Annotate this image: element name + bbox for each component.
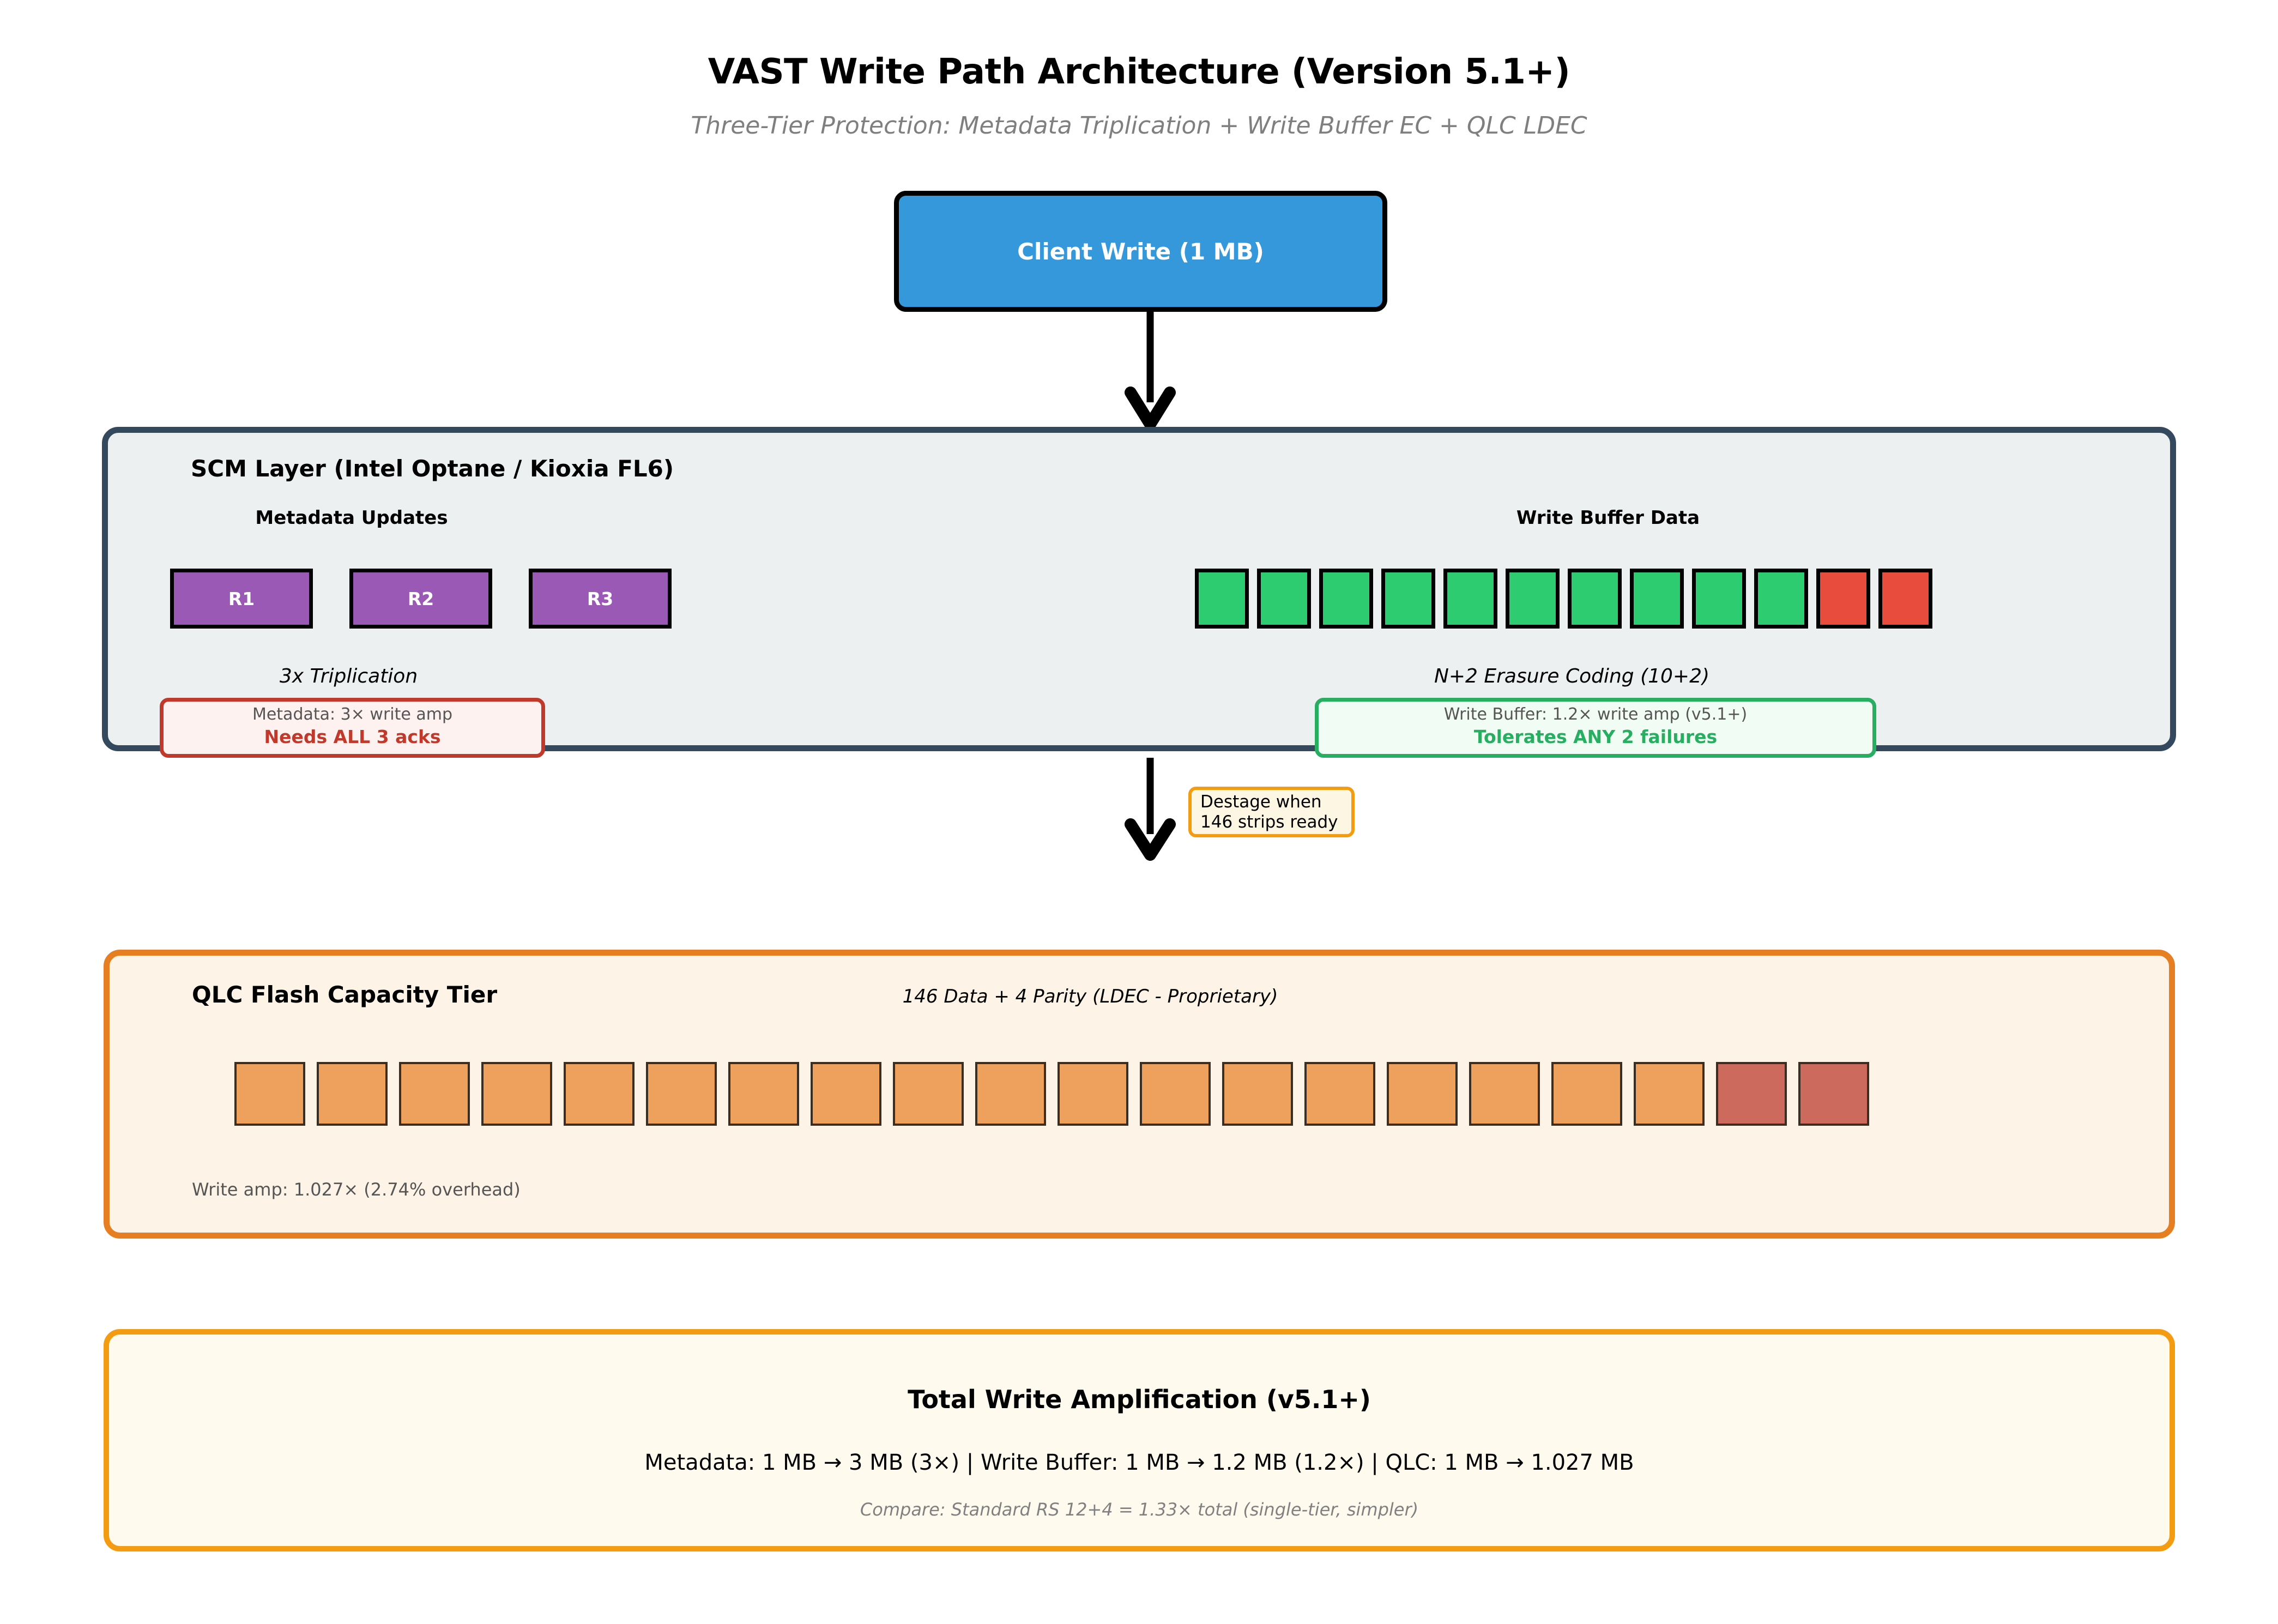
summary-compare: Compare: Standard RS 12+4 = 1.33× total … (860, 1499, 1419, 1520)
write-buffer-data-block (1568, 569, 1622, 629)
qlc-parity-block (1798, 1062, 1869, 1126)
write-buffer-data-block (1754, 569, 1808, 629)
triplication-label: 3x Triplication (279, 665, 418, 687)
arrow-scm-to-qlc (1125, 758, 1176, 861)
write-buffer-data-block (1257, 569, 1311, 629)
qlc-parity-block (1716, 1062, 1787, 1126)
write-buffer-callout: Write Buffer: 1.2× write amp (v5.1+) Tol… (1315, 698, 1876, 758)
write-buffer-data-block (1319, 569, 1373, 629)
qlc-data-block (481, 1062, 552, 1126)
metadata-callout-line2: Needs ALL 3 acks (264, 726, 441, 747)
write-buffer-callout-line1: Write Buffer: 1.2× write amp (v5.1+) (1443, 705, 1748, 724)
page-subtitle: Three-Tier Protection: Metadata Triplica… (691, 112, 1587, 140)
qlc-data-block (1551, 1062, 1622, 1126)
write-buffer-data-block (1692, 569, 1746, 629)
qlc-data-block (317, 1062, 388, 1126)
write-buffer-parity-block (1816, 569, 1870, 629)
destage-callout-line2: 146 strips ready (1200, 812, 1338, 832)
qlc-data-block (1387, 1062, 1458, 1126)
destage-callout: Destage when 146 strips ready (1188, 787, 1355, 837)
write-buffer-block-row (1195, 569, 1932, 629)
write-buffer-data-block (1443, 569, 1497, 629)
metadata-callout: Metadata: 3× write amp Needs ALL 3 acks (160, 698, 545, 758)
metadata-replica-row: R1 R2 R3 (170, 569, 672, 629)
qlc-data-block (728, 1062, 799, 1126)
qlc-data-block (1634, 1062, 1705, 1126)
write-buffer-heading: Write Buffer Data (1516, 507, 1700, 529)
client-write-box: Client Write (1 MB) (894, 191, 1387, 312)
write-buffer-data-block (1506, 569, 1560, 629)
qlc-data-block (564, 1062, 635, 1126)
write-buffer-data-block (1195, 569, 1249, 629)
write-buffer-parity-block (1878, 569, 1932, 629)
qlc-data-block (1140, 1062, 1211, 1126)
qlc-data-block (1469, 1062, 1540, 1126)
qlc-data-block (893, 1062, 964, 1126)
qlc-data-block (1304, 1062, 1375, 1126)
write-buffer-data-block (1381, 569, 1435, 629)
qlc-tier-title: QLC Flash Capacity Tier (192, 981, 498, 1008)
scm-layer-title: SCM Layer (Intel Optane / Kioxia FL6) (191, 455, 674, 482)
replica-block: R1 (170, 569, 313, 629)
qlc-data-block (399, 1062, 470, 1126)
page-title: VAST Write Path Architecture (Version 5.… (708, 52, 1570, 92)
destage-callout-line1: Destage when (1200, 792, 1322, 812)
client-write-label: Client Write (1 MB) (1017, 238, 1264, 265)
summary-breakdown: Metadata: 1 MB → 3 MB (3×) | Write Buffe… (644, 1450, 1634, 1475)
qlc-write-amp-label: Write amp: 1.027× (2.74% overhead) (192, 1179, 521, 1200)
metadata-updates-heading: Metadata Updates (255, 507, 448, 529)
qlc-data-block (1222, 1062, 1293, 1126)
qlc-data-block (646, 1062, 717, 1126)
qlc-data-block (975, 1062, 1046, 1126)
metadata-callout-line1: Metadata: 3× write amp (252, 705, 453, 724)
replica-block: R2 (349, 569, 492, 629)
replica-block: R3 (529, 569, 672, 629)
arrow-client-to-scm (1125, 311, 1176, 430)
erasure-coding-label: N+2 Erasure Coding (10+2) (1434, 665, 1710, 687)
qlc-block-row (234, 1062, 1869, 1126)
qlc-tier-subtitle: 146 Data + 4 Parity (LDEC - Proprietary) (902, 986, 1278, 1007)
qlc-data-block (234, 1062, 305, 1126)
write-buffer-callout-line2: Tolerates ANY 2 failures (1473, 726, 1718, 747)
qlc-data-block (1058, 1062, 1128, 1126)
qlc-data-block (811, 1062, 881, 1126)
summary-title: Total Write Amplification (v5.1+) (908, 1385, 1371, 1414)
summary-panel (104, 1329, 2175, 1551)
write-buffer-data-block (1630, 569, 1684, 629)
